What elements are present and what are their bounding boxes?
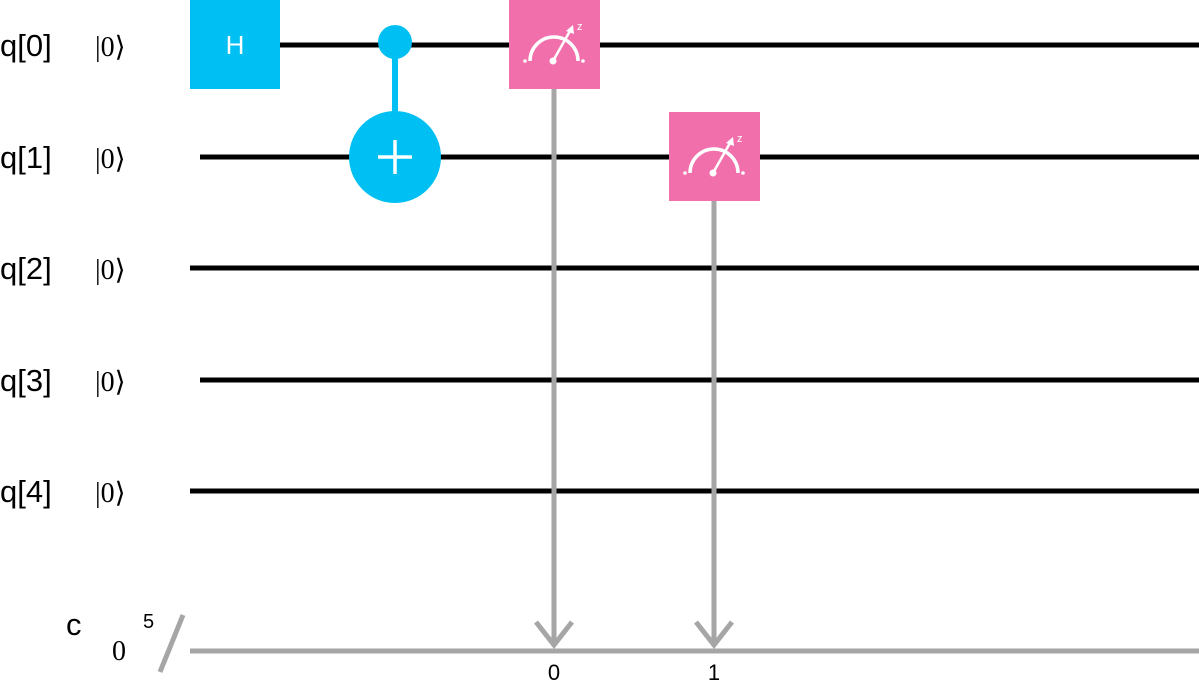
classical-register-width: 5	[143, 611, 154, 633]
qubit-label-4: q[4]	[0, 474, 52, 509]
qubit-wires	[190, 42, 1199, 494]
cnot-gate[interactable]	[349, 25, 441, 203]
measure-arrow-1	[694, 620, 734, 650]
measure-axis-label-1: z	[737, 133, 743, 145]
cnot-target	[349, 111, 441, 203]
meter-icon	[523, 25, 585, 65]
initial-state-2: |0⟩	[95, 255, 126, 286]
measure-axis-label-0: z	[577, 21, 583, 33]
initial-state-0: |0⟩	[95, 32, 126, 63]
cnot-control-dot	[378, 25, 412, 59]
measure-arrow-0	[534, 620, 574, 650]
initial-states: |0⟩ |0⟩ |0⟩ |0⟩ |0⟩	[95, 32, 126, 509]
classical-bit-index-0: 0	[548, 660, 560, 683]
qubit-label-1: q[1]	[0, 140, 52, 175]
hadamard-gate-label: H	[226, 30, 245, 60]
classical-bit-index-1: 1	[708, 660, 720, 683]
measurement-lines	[534, 88, 734, 650]
measure-gate-0[interactable]: z	[509, 0, 600, 89]
initial-state-1: |0⟩	[95, 144, 126, 175]
measure-gate-1[interactable]: z	[669, 112, 760, 201]
hadamard-gate[interactable]: H	[190, 0, 280, 89]
initial-state-4: |0⟩	[95, 478, 126, 509]
qubit-label-0: q[0]	[0, 28, 52, 63]
initial-state-3: |0⟩	[95, 367, 126, 398]
qubit-label-2: q[2]	[0, 251, 52, 286]
classical-register-init: 0	[112, 636, 126, 667]
qubit-labels: q[0] q[1] q[2] q[3] q[4]	[0, 28, 52, 509]
classical-register-labels: c 0 5	[66, 607, 154, 667]
meter-icon	[683, 137, 745, 177]
qubit-label-3: q[3]	[0, 363, 52, 398]
classical-register-label: c	[66, 607, 82, 642]
classical-bundle-slash	[157, 614, 186, 673]
